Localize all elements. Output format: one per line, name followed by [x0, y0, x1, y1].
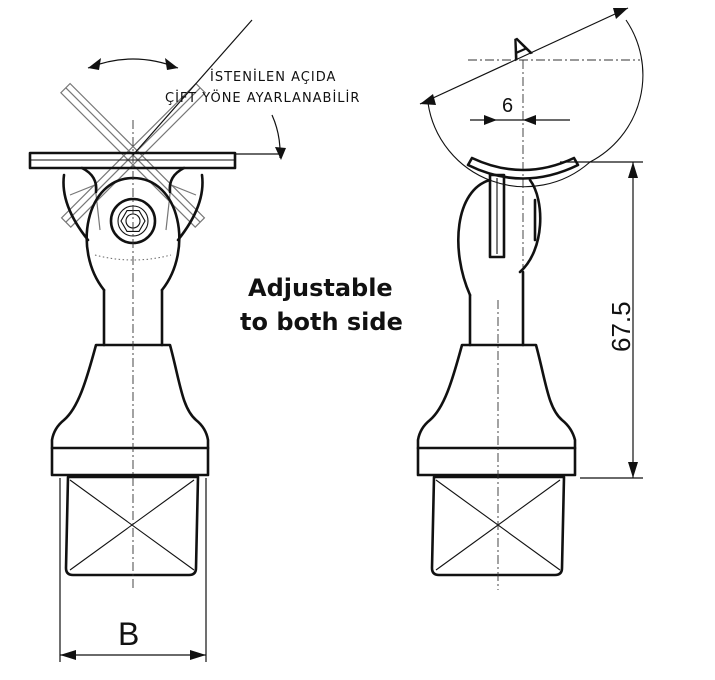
dimension-67-5 — [560, 161, 643, 479]
front-view — [28, 19, 286, 662]
side-body — [416, 300, 577, 590]
note-line-2: ÇİFT YÖNE AYARLANABİLİR — [165, 89, 360, 106]
dimension-6 — [470, 115, 570, 125]
side-view — [416, 7, 644, 590]
label-b: B — [118, 616, 139, 652]
caption-line-1: Adjustable — [248, 274, 393, 302]
label-a: A — [504, 29, 536, 67]
side-knuckle — [457, 173, 542, 347]
note-line-1: İSTENİLEN AÇIDA — [210, 69, 336, 85]
dimension-a-circle — [419, 7, 644, 340]
label-6: 6 — [502, 95, 513, 117]
caption-line-2: to both side — [240, 308, 403, 336]
label-67-5: 67.5 — [606, 301, 636, 352]
dimension-b — [59, 478, 207, 662]
front-body — [50, 288, 210, 577]
front-saddle — [28, 151, 237, 194]
tilt-arrows — [87, 19, 286, 160]
